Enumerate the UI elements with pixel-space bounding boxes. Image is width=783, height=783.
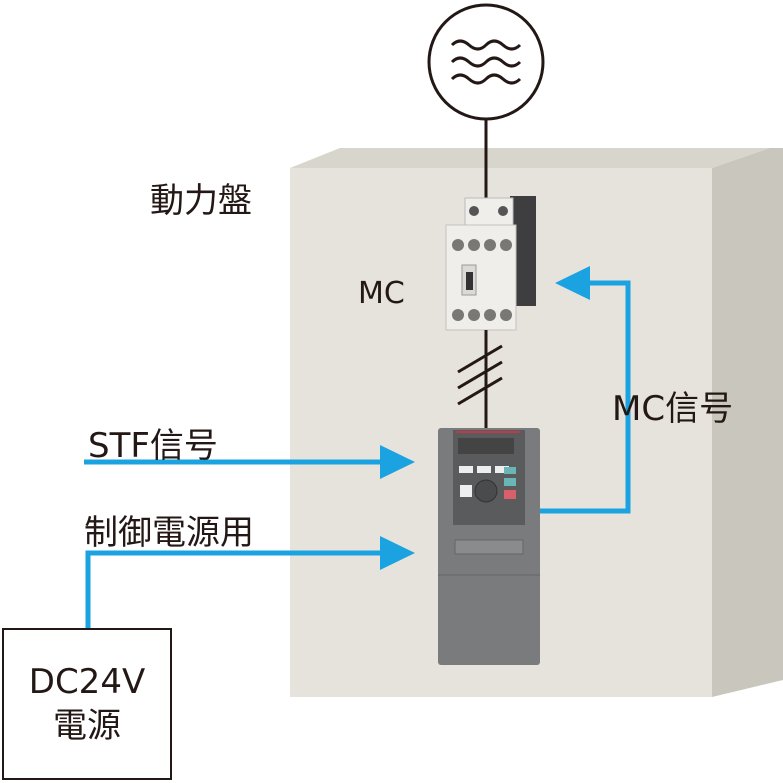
control-power-arrow	[85, 536, 415, 630]
stf-signal-arrow	[84, 445, 415, 479]
inverter	[438, 428, 540, 665]
panel-right-face	[712, 148, 783, 697]
mc-signal-arrow	[540, 266, 631, 514]
power-supply-line2: 電源	[53, 706, 121, 746]
power-supply-line1: DC24V	[28, 662, 146, 702]
ac-wave-icon	[450, 39, 522, 85]
mc-signal-label: MC信号	[612, 389, 734, 429]
stf-signal-label: STF信号	[88, 426, 218, 466]
mc-label: MC	[358, 276, 405, 311]
dc24v-power-supply: DC24V 電源	[2, 628, 172, 780]
panel-label: 動力盤	[150, 181, 252, 221]
control-power-label: 制御電源用	[84, 513, 254, 553]
magnetic-contactor	[445, 196, 536, 331]
three-phase-marks	[457, 344, 503, 406]
panel-top-face	[290, 148, 770, 168]
